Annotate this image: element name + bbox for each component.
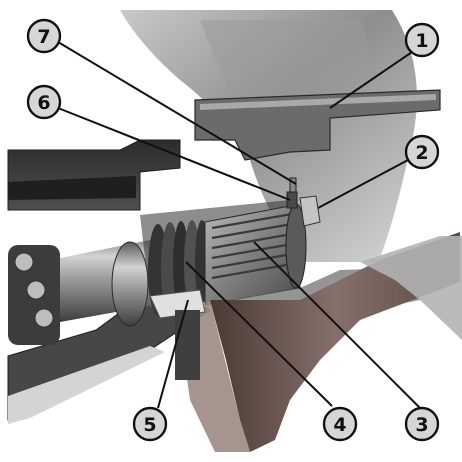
end-nut — [299, 195, 321, 227]
callout-7: 7 — [26, 18, 62, 54]
leader-line-6 — [57, 107, 291, 201]
callout-1: 1 — [404, 22, 440, 58]
callout-number: 7 — [37, 26, 50, 48]
callout-6: 6 — [26, 84, 62, 120]
callout-number: 3 — [415, 414, 428, 436]
callout-number: 5 — [143, 414, 156, 436]
lower-propeller-blade — [210, 232, 460, 452]
leader-line-5 — [157, 299, 189, 409]
callout-3: 3 — [404, 406, 440, 442]
callout-number: 1 — [415, 30, 428, 52]
bearing-ball — [34, 308, 54, 328]
callout-number: 4 — [333, 414, 346, 436]
bearing-ball — [26, 280, 46, 300]
callout-4: 4 — [322, 406, 358, 442]
thrust-ring-base — [175, 310, 200, 380]
housing-inner-wall — [8, 176, 136, 200]
bearing-ball — [14, 252, 34, 272]
leader-line-4 — [185, 261, 333, 407]
leader-line-3 — [253, 241, 421, 409]
leader-line-1 — [329, 51, 413, 109]
hub-splines — [211, 212, 293, 280]
callout-number: 6 — [37, 92, 50, 114]
flange-top-face — [200, 94, 436, 110]
leader-line-7 — [57, 41, 297, 185]
locking-pin — [289, 177, 297, 193]
right-propeller-blade — [360, 236, 462, 340]
housing-casing-lower-face — [8, 346, 165, 424]
blade-reflection — [200, 20, 372, 100]
shaft-collar — [111, 241, 149, 327]
callout-5: 5 — [132, 406, 168, 442]
leader-line-2 — [317, 159, 409, 209]
callout-2: 2 — [404, 134, 440, 170]
callout-number: 2 — [415, 142, 428, 164]
